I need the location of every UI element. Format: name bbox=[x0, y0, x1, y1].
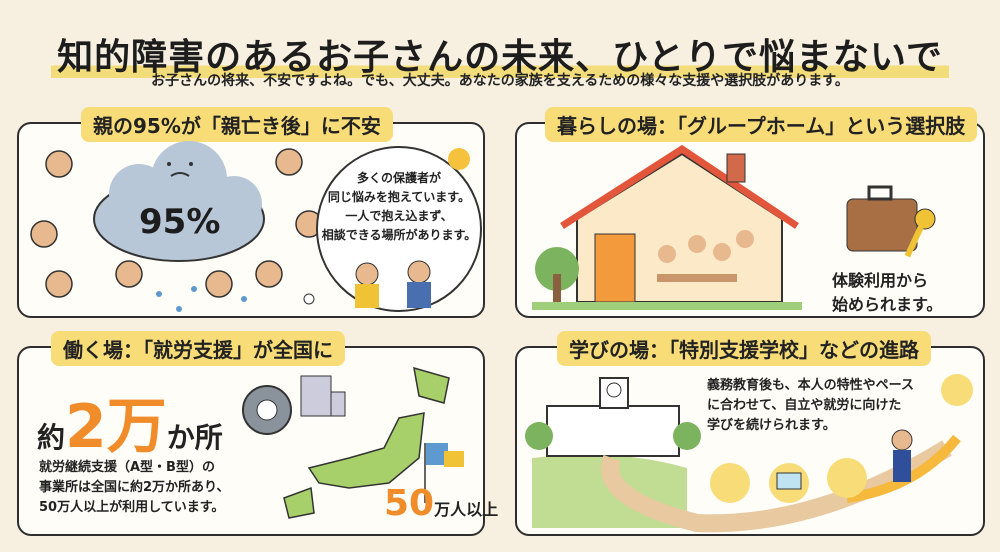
handshake-icon bbox=[355, 260, 431, 308]
rain-cloud-icon bbox=[93, 141, 265, 312]
office-building-icon bbox=[300, 375, 346, 417]
panel-heading: 暮らしの場：「グループホーム」という選択肢 bbox=[545, 107, 978, 142]
employment-description: 就労継続支援（A型・B型）の 事業所は全国に約2万か所あり、 50万人以上が利用… bbox=[39, 460, 230, 515]
panel-heading: 働く場：「就労支援」が全国に bbox=[51, 331, 345, 366]
gear-icon bbox=[242, 385, 292, 435]
laptop-icon bbox=[769, 463, 809, 503]
panel-heading: 学びの場：「特別支援学校」などの進路 bbox=[557, 331, 931, 366]
suitcase-icon bbox=[846, 185, 918, 252]
school-building-icon bbox=[546, 377, 680, 457]
page-subtitle: お子さんの将来、不安ですよね。でも、大丈夫。あなたの家族を支えるための様々な支援… bbox=[151, 73, 849, 89]
page-title: 知的障害のあるお子さんの未来、ひとりで悩まないで bbox=[0, 28, 1000, 80]
key-icon bbox=[904, 208, 936, 258]
facility-count-stat: 約2万か所 bbox=[37, 392, 223, 462]
group-home-illustration bbox=[532, 144, 936, 310]
sun-icon bbox=[448, 148, 470, 170]
school-description: 義務教育後も、本人の特性やペース に合わせて、自立や就労に向けた 学びを続けられ… bbox=[707, 378, 914, 433]
panel-parents-anxiety: 親の95%が「親亡き後」に不安 95% 多くの保護者が 同じ悩みを抱えています。… bbox=[17, 107, 485, 318]
users-count-stat: 50万人以上 bbox=[384, 483, 499, 524]
panel-special-school: 学びの場：「特別支援学校」などの進路 義務教育後も、本人の特性やペース に合わせ… bbox=[515, 331, 985, 536]
book-icon bbox=[710, 463, 750, 503]
graduation-diploma-icon bbox=[941, 374, 973, 406]
reassurance-text: 多くの保護者が 同じ悩みを抱えています。 一人で抱え込まず、 相談できる場所があ… bbox=[321, 171, 477, 242]
panel-group-home: 暮らしの場：「グループホーム」という選択肢 体験利用から 始められます。 bbox=[515, 107, 985, 318]
flag-icon bbox=[424, 443, 464, 503]
tree-icon bbox=[535, 247, 579, 302]
student-icon bbox=[891, 429, 913, 482]
trial-note: 体験利用から 始められます。 bbox=[832, 271, 943, 314]
school-path-illustration bbox=[525, 374, 973, 533]
japan-map bbox=[283, 366, 450, 519]
japan-map-illustration bbox=[242, 366, 464, 519]
parent-figures bbox=[30, 148, 323, 298]
panel-heading: 親の95%が「親亡き後」に不安 bbox=[81, 107, 393, 142]
tools-icon bbox=[827, 458, 867, 498]
panel-employment-support: 働く場：「就労支援」が全国に 約2万か所 就労継続支援（A型・B型）の 事業所は… bbox=[17, 331, 498, 536]
worried-parents-illustration bbox=[30, 141, 482, 312]
house-icon bbox=[560, 144, 799, 308]
percentage-stat: 95% bbox=[139, 202, 221, 242]
tree-icon bbox=[525, 422, 701, 450]
